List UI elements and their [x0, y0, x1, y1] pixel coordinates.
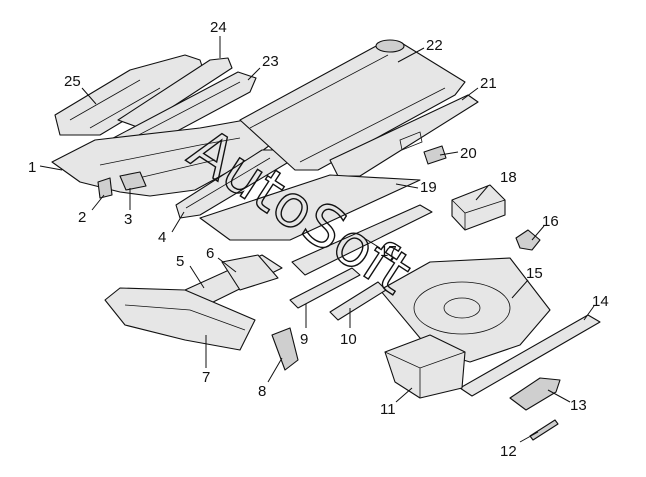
part-21	[329, 94, 479, 177]
callout-1: 1	[28, 159, 36, 176]
part-14	[459, 314, 601, 397]
part-7	[104, 287, 256, 351]
callout-24: 24	[210, 19, 227, 36]
callout-16: 16	[542, 213, 559, 230]
callout-15: 15	[526, 265, 543, 282]
part-22	[239, 39, 466, 171]
callout-5: 5	[176, 253, 184, 270]
part-10	[329, 281, 387, 321]
part-13	[509, 377, 561, 411]
part-8	[271, 327, 299, 371]
callout-13: 13	[570, 397, 587, 414]
part-19	[199, 174, 421, 241]
callout-3: 3	[124, 211, 132, 228]
callout-17: 17	[380, 243, 397, 260]
callout-8: 8	[258, 383, 266, 400]
callout-6: 6	[206, 245, 214, 262]
part-20	[423, 145, 447, 165]
callout-12: 12	[500, 443, 517, 460]
callout-11: 11	[380, 401, 396, 418]
part-16	[515, 229, 541, 251]
callout-19: 19	[420, 179, 437, 196]
callout-23: 23	[262, 53, 279, 70]
callout-4: 4	[158, 229, 166, 246]
part-9	[289, 267, 361, 309]
part-12	[529, 419, 559, 441]
part-6	[221, 254, 279, 291]
callout-22: 22	[426, 37, 443, 54]
callout-2: 2	[78, 209, 86, 226]
callout-21: 21	[480, 75, 497, 92]
callout-25: 25	[64, 73, 81, 90]
part-11	[384, 334, 466, 399]
part-17	[291, 204, 433, 276]
callout-7: 7	[202, 369, 210, 386]
callout-14: 14	[592, 293, 609, 310]
callout-10: 10	[340, 331, 357, 348]
callout-20: 20	[460, 145, 477, 162]
callout-9: 9	[300, 331, 308, 348]
part-18	[451, 184, 506, 231]
part-15	[379, 257, 551, 363]
leader-lines	[39, 36, 595, 443]
callout-18: 18	[500, 169, 517, 186]
callout-labels: 1 2 3 4 5 6 7 8 9 10 11 12 13 14 15 16 1…	[28, 19, 609, 460]
part-3	[119, 171, 147, 191]
part-2	[97, 177, 113, 199]
